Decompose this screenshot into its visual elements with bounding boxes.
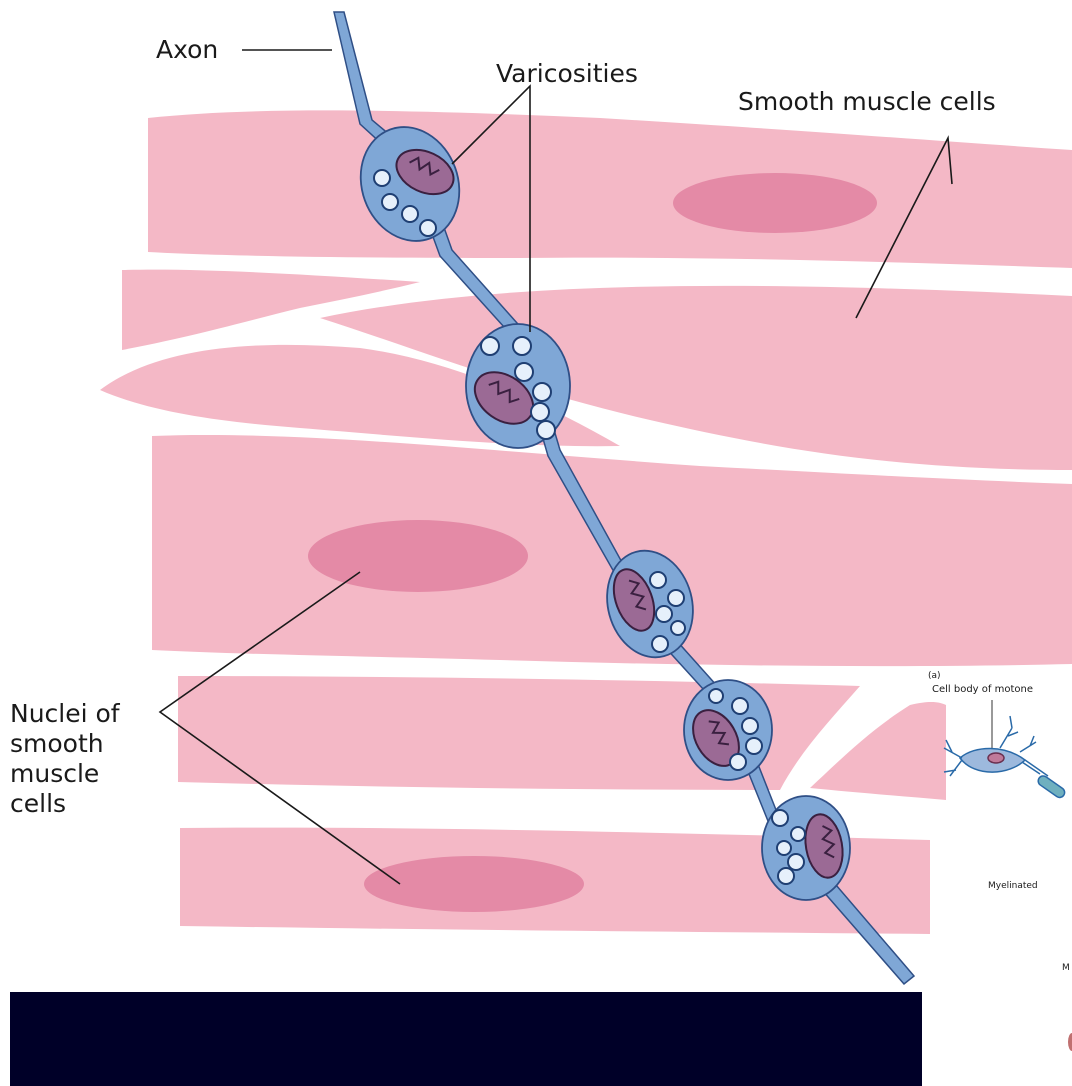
vesicle [778, 868, 794, 884]
vesicle [742, 718, 758, 734]
vesicle [382, 194, 398, 210]
vesicle [481, 337, 499, 355]
nuclei-label-line: Nuclei of [10, 699, 121, 728]
vesicle [671, 621, 685, 635]
inset-cell-body-label: Cell body of motone [932, 684, 1033, 695]
vesicle [652, 636, 668, 652]
nuclei-label-line: smooth [10, 729, 104, 758]
varicosities-label: Varicosities [496, 59, 638, 88]
inset-panel-label: (a) [928, 671, 941, 681]
axon-label: Axon [156, 35, 218, 64]
vesicle [668, 590, 684, 606]
vesicle [772, 810, 788, 826]
inset-myelinated-label: Myelinated [988, 881, 1038, 891]
vesicle [788, 854, 804, 870]
vesicle [732, 698, 748, 714]
vesicle [777, 841, 791, 855]
vesicle [730, 754, 746, 770]
neuron-inset: (a) Cell body of motone Myelinated M [928, 671, 1072, 1051]
nucleus [364, 856, 584, 912]
vesicle [537, 421, 555, 439]
vesicle [746, 738, 762, 754]
vesicle [420, 220, 436, 236]
vesicle [656, 606, 672, 622]
vesicle [709, 689, 723, 703]
inset-partial-shape [1068, 1033, 1072, 1051]
nuclei-label-line: muscle [10, 759, 99, 788]
vesicle [533, 383, 551, 401]
nuclei-label-line: cells [10, 789, 66, 818]
vesicle [650, 572, 666, 588]
vesicle [374, 170, 390, 186]
nucleus [673, 173, 877, 233]
dark-panel [10, 992, 922, 1086]
vesicle [513, 337, 531, 355]
inset-m-label: M [1062, 963, 1070, 973]
vesicle [531, 403, 549, 421]
vesicle [402, 206, 418, 222]
motoneuron-icon [944, 716, 1067, 799]
muscle-cell [148, 110, 1072, 268]
nuclei-label: Nuclei of smooth muscle cells [10, 699, 121, 818]
nucleus [308, 520, 528, 592]
vesicle [515, 363, 533, 381]
smooth-muscle-cells-label: Smooth muscle cells [738, 87, 996, 116]
vesicle [791, 827, 805, 841]
